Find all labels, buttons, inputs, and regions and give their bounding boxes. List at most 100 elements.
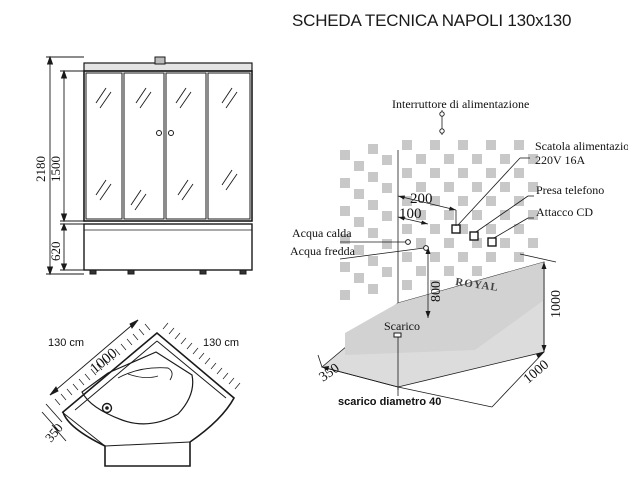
wall-tile	[368, 144, 378, 154]
wall-tile	[340, 234, 350, 244]
installation-view	[317, 110, 557, 408]
wall-tile	[486, 224, 496, 234]
wall-tile	[368, 200, 378, 210]
wall-tile	[368, 284, 378, 294]
wall-tile	[382, 183, 392, 193]
wall-tile	[514, 224, 524, 234]
hot-water-label: Acqua calda	[292, 226, 352, 240]
wall-tile	[444, 210, 454, 220]
wall-tile	[416, 266, 426, 276]
wall-tile	[444, 238, 454, 248]
wall-tile	[416, 238, 426, 248]
base-foot	[89, 269, 97, 275]
wall-tile	[382, 211, 392, 221]
drain-diameter-label: scarico diametro 40	[338, 396, 441, 408]
plan-depth: 350	[42, 420, 66, 445]
tray-outline	[62, 331, 236, 467]
wall-tile	[472, 154, 482, 164]
door-handle-right	[168, 130, 174, 136]
wall-tile	[486, 196, 496, 206]
wall-tile	[354, 161, 364, 171]
wall-tile	[514, 252, 524, 262]
wall-tile	[402, 140, 412, 150]
page-title: SCHEDA TECNICA NAPOLI 130x130	[292, 11, 572, 30]
wall-tile	[444, 154, 454, 164]
wall-tile	[486, 168, 496, 178]
wall-tile	[354, 217, 364, 227]
wall-tile	[382, 155, 392, 165]
dim-100-label: 100	[399, 206, 422, 222]
wall-tile	[402, 280, 412, 290]
wall-tile	[416, 182, 426, 192]
base-foot	[127, 269, 135, 275]
glass-door-right	[165, 72, 207, 220]
wall-hatching	[54, 322, 241, 406]
wall-tile	[416, 154, 426, 164]
wall-tile	[430, 252, 440, 262]
wall-tile	[354, 189, 364, 199]
cabin-frame	[83, 70, 253, 222]
floor-drain-icon	[393, 332, 402, 338]
wall-tile	[472, 210, 482, 220]
wall-tile	[458, 252, 468, 262]
dim-800-label: 800	[429, 281, 444, 302]
wall-tile	[486, 140, 496, 150]
glass-reflections	[95, 87, 238, 211]
hot-water-pipe-icon	[405, 239, 411, 245]
wall-tile	[458, 140, 468, 150]
drain-label: Scarico	[384, 319, 420, 333]
wall-tile	[500, 238, 510, 248]
cd-socket-icon	[487, 237, 497, 247]
wall-tile	[458, 224, 468, 234]
wall-tile	[430, 224, 440, 234]
wall-tile	[354, 273, 364, 283]
wall-tile	[340, 206, 350, 216]
wall-tile	[340, 178, 350, 188]
phone-socket-icon	[469, 231, 479, 241]
wall-tile	[514, 168, 524, 178]
glass-door-left	[123, 72, 165, 220]
cabin-top-rail	[83, 62, 253, 72]
wall-tile	[528, 154, 538, 164]
wall-tile	[368, 256, 378, 266]
glass-panel-left	[85, 72, 123, 220]
wall-tile	[528, 238, 538, 248]
wall-tile	[500, 182, 510, 192]
wall-tile	[340, 262, 350, 272]
plan-width-right: 130 cm	[203, 337, 239, 349]
wall-tile	[472, 182, 482, 192]
plan-width-left: 130 cm	[48, 337, 84, 349]
wall-tile	[402, 196, 412, 206]
front-view	[46, 55, 253, 276]
plan-side-length: 1000	[87, 346, 120, 378]
cold-water-label: Acqua fredda	[290, 244, 356, 258]
wall-tiles	[340, 140, 538, 300]
wall-tile	[430, 140, 440, 150]
power-box-label: Scatola alimentazione	[535, 139, 628, 153]
cold-water-pipe-icon	[423, 245, 429, 251]
shower-head	[154, 56, 166, 65]
wall-tile	[382, 267, 392, 277]
wall-tile	[430, 168, 440, 178]
dim-1000-floor-label: 1000	[521, 358, 552, 387]
wall-tile	[430, 280, 440, 290]
wall-tile	[416, 210, 426, 220]
dim-height-cabin: 1500	[48, 156, 63, 182]
plan-view	[41, 319, 241, 467]
wall-tile	[458, 196, 468, 206]
plan-dimensions	[41, 319, 139, 447]
door-handle-left	[156, 130, 162, 136]
wall-tile	[354, 245, 364, 255]
dim-200-label: 200	[410, 191, 433, 207]
glass-panel-right	[207, 72, 251, 220]
base-foot	[199, 269, 207, 275]
wall-tile	[382, 239, 392, 249]
wall-tile	[402, 224, 412, 234]
base-foot	[239, 269, 247, 275]
front-dimensions	[46, 55, 84, 276]
wall-tile	[458, 168, 468, 178]
wall-tile	[528, 210, 538, 220]
wall-tile	[444, 266, 454, 276]
